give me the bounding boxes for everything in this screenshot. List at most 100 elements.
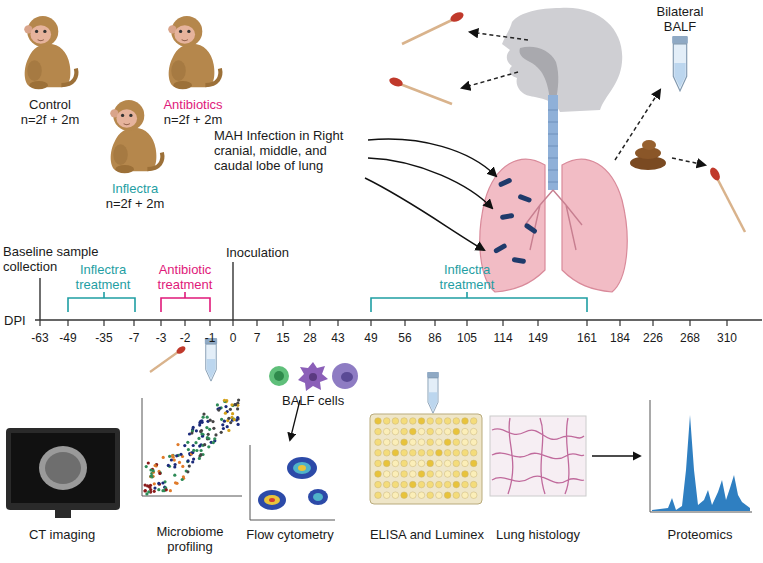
plate-well [375,450,382,457]
bacillus [524,222,538,234]
plate-well [383,418,390,425]
tick-label: -2 [169,331,201,346]
treatment-bracket [68,292,135,312]
tick-label: 43 [322,331,354,346]
swab-tip [175,345,187,356]
scatter-dot [159,471,162,474]
scatter-dot [223,420,226,423]
scatter-dot [150,475,153,478]
plate-well [444,418,451,425]
scatter-dot [187,448,190,451]
swab-stick [402,20,452,44]
plate-well [436,428,443,435]
baseline-marker [39,278,40,320]
tick-mark [67,320,68,326]
plot-axes [650,400,752,512]
scatter-dot [153,482,156,485]
plate-well [410,492,417,499]
scatter-dot [237,423,240,426]
plate-well [418,439,425,446]
cell [332,363,358,389]
plate-well [462,481,469,488]
scatter-dot [226,425,229,428]
tick-label: 86 [419,331,451,346]
bacillus [500,213,515,220]
plate-well [470,439,477,446]
group-size: n=2f + 2m [95,196,175,211]
scatter-dot [232,418,235,421]
tick-mark [619,320,620,326]
scatter-dot [200,449,203,452]
swab-tip [388,76,404,88]
tick-mark [502,320,503,326]
plate-well [383,460,390,467]
scatter-dot [176,443,179,446]
dashed-arrow [615,90,660,160]
swab-upper [402,10,465,44]
plate-well [453,428,460,435]
scatter-dot [194,441,197,444]
plate-well [427,428,434,435]
plot-axes [250,445,335,520]
plot-axes [142,398,242,496]
tick-label: 184 [604,331,636,346]
scatter-dot [214,433,217,436]
scatter-dot [203,443,206,446]
timeline-note: Inoculation [226,245,306,260]
swab-stick [400,84,452,104]
plate-well [418,471,425,478]
plate-well [401,439,408,446]
plate-well [470,460,477,467]
bacillus [512,257,527,264]
plate-well [427,450,434,457]
scatter-dot [236,407,239,410]
plate-well [418,492,425,499]
infection-arrows [365,139,496,250]
tick-label: 0 [217,331,249,346]
swab-tip [708,166,722,182]
scatter-dot [167,464,170,467]
tick-label: -63 [24,331,56,346]
scatter-dot [154,464,157,467]
plate-well [410,460,417,467]
plate-well [453,450,460,457]
bacillus [493,243,508,254]
scatter-dot [236,416,239,419]
tick-label: 28 [294,331,326,346]
plate-well [375,471,382,478]
flow-plot [250,445,335,520]
balf-cells [269,362,358,391]
elisa-plate [370,414,482,504]
plate-well [453,492,460,499]
plate-well [470,471,477,478]
lungs [480,159,627,292]
scatter-dot [187,459,190,462]
plate-well [436,439,443,446]
scatter-dot [208,428,211,431]
plate-well [383,471,390,478]
plate-well [410,481,417,488]
scatter-dot [153,487,156,490]
scatter-dot [222,427,225,430]
plate-well [427,439,434,446]
method-label: Flow cytometry [235,527,345,542]
leader-arrow [365,178,484,250]
scatter-dot [213,437,216,440]
tick-mark [160,320,161,326]
plate-well [444,428,451,435]
scatter-dot [234,403,237,406]
sample-label: Bilateral BALF [648,4,712,34]
plate-well [401,418,408,425]
balf-tube [672,36,688,91]
plate-well [375,481,382,488]
feces-shape [642,140,656,150]
method-label: Microbiome profiling [145,524,235,554]
flow-population [269,498,275,502]
flow-population [298,465,306,471]
scatter-dot [233,403,236,406]
swab-small [150,345,187,372]
dashed-arrow [462,72,518,88]
chromatogram [650,400,752,512]
monkey-inflectra [110,100,162,173]
scatter-dot [200,429,203,432]
